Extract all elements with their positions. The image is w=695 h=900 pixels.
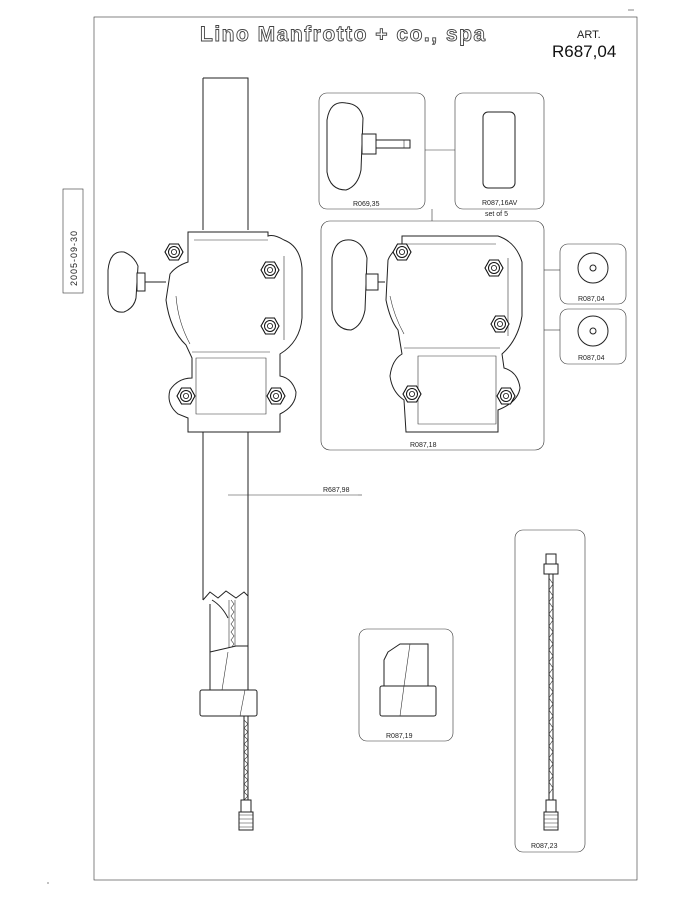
washer-bottom-box xyxy=(559,308,627,365)
clamp-assembly-label: R087,18 xyxy=(410,442,437,449)
sheet-frame xyxy=(47,9,638,884)
washer-bottom-label: R087,04 xyxy=(578,355,605,362)
tube-part-label: R687,98 xyxy=(323,487,350,494)
pad-part-box xyxy=(431,92,545,221)
pad-set-note: set of 5 xyxy=(485,211,508,218)
date-stamp: 2005-09-30 xyxy=(62,188,84,294)
cable-box xyxy=(514,529,586,853)
pad-part-label: R087,16AV xyxy=(482,200,518,207)
knob-part-label: R069,35 xyxy=(353,201,380,208)
clamp-assembly-box xyxy=(320,220,560,451)
title-block: Lino Manfrotto + co., spa ART. R687,04 xyxy=(200,23,617,61)
end-cap-box xyxy=(358,628,454,742)
main-assembly xyxy=(107,77,362,831)
brand-title: Lino Manfrotto + co., spa xyxy=(200,23,487,46)
end-cap-label: R087,19 xyxy=(386,733,413,740)
art-number: R687,04 xyxy=(552,42,616,61)
knob-part-box xyxy=(318,92,455,210)
date-stamp-text: 2005-09-30 xyxy=(69,230,79,286)
washer-top-label: R087,04 xyxy=(578,296,605,303)
art-label: ART. xyxy=(577,29,601,41)
washer-top-box xyxy=(559,243,627,305)
cable-label: R087,23 xyxy=(531,843,558,850)
